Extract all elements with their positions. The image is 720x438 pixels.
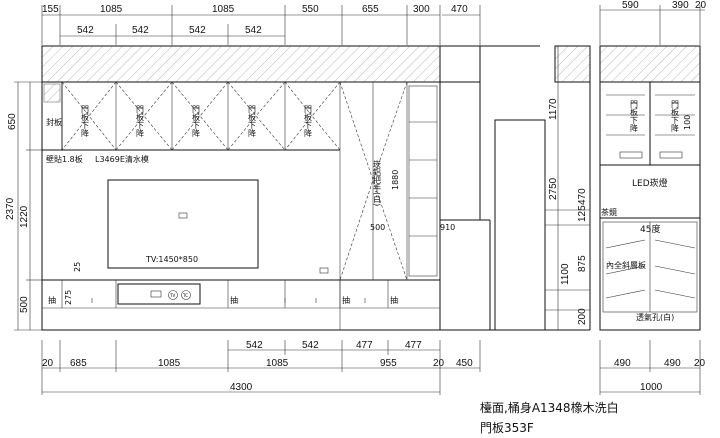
vent-label: 透氣孔(白) (636, 312, 674, 322)
top-dim: 470 (451, 4, 468, 15)
side-dim: 1100 (560, 263, 571, 285)
side-dim: 470 (577, 188, 588, 205)
top-dimension-row: 155 1085 542 542 1085 542 542 550 655 30… (41, 0, 707, 45)
bottom-dim: 490 (614, 358, 631, 369)
dim-1880: 1880 (391, 170, 400, 190)
bottom-dim: 20 (694, 358, 706, 369)
top-dim: 542 (132, 25, 149, 36)
bottom-dim: 477 (405, 340, 422, 351)
drawer-label: 抽 (48, 295, 56, 305)
top-dim: 542 (245, 25, 262, 36)
door-label: 門板下降 (192, 105, 201, 138)
side-dim: 1170 (548, 98, 559, 120)
bottom-dim: 477 (356, 340, 373, 351)
top-dim: 542 (77, 25, 94, 36)
dim-500: 500 (370, 223, 385, 232)
bottom-dim: 542 (302, 340, 319, 351)
drawer-label: 抽 (230, 295, 238, 305)
dim-910: 910 (440, 223, 455, 232)
av-device-bay (117, 283, 201, 305)
inner-rack-label: 內全斜層板 (606, 260, 646, 270)
wall-code-label: L3469E清水模 (95, 154, 149, 164)
door-label: 門板下降 (248, 105, 257, 138)
top-dim: 550 (302, 4, 319, 15)
top-dim: 1085 (212, 4, 235, 15)
svg-text:TV: TV (169, 293, 175, 298)
door-label: 門板下降 (136, 105, 145, 138)
door-label: 門板下降 (630, 100, 639, 133)
left-dimension-column: 650 2370 1220 500 (5, 81, 42, 331)
angle-label: 45度 (640, 223, 660, 235)
dim-100: 100 (683, 115, 692, 130)
top-dim: 390 (672, 0, 689, 11)
bottom-dim: 542 (246, 340, 263, 351)
top-dim: 155 (42, 4, 59, 15)
side-dim: 875 (577, 255, 588, 272)
side-dim: 2750 (548, 177, 559, 200)
bottom-dim: 955 (380, 358, 397, 369)
bottom-dim: 20 (433, 358, 445, 369)
left-dim: 1220 (19, 205, 30, 228)
mirror-label: 茶鏡 (601, 207, 617, 217)
bottom-dim: 450 (456, 358, 473, 369)
bottom-dim: 490 (664, 358, 681, 369)
side-dim: 125 (577, 205, 588, 222)
left-dim: 650 (7, 113, 18, 130)
bottom-dimension-rows: 542 542 477 477 20 685 1085 1085 955 20 … (41, 340, 706, 395)
door-label: 門板下降 (304, 105, 313, 138)
bottom-dim: 1085 (266, 358, 289, 369)
top-dim: 590 (622, 0, 639, 11)
top-dim: 542 (189, 25, 206, 36)
tv-screen (107, 179, 259, 269)
note-line-1: 檯面,桶身A1348橡木洗白 (480, 400, 619, 415)
total-width: 4300 (230, 382, 253, 393)
detail-cabinet: 門板下降 門板下降 100 LED崁燈 茶鏡 45度 內全斜層板 透氣孔(白) (599, 45, 701, 331)
material-notes: 檯面,桶身A1348橡木洗白 門板353F (480, 400, 619, 435)
tv-size-label: TV:1450*850 (145, 255, 198, 264)
bottom-dim: 685 (70, 358, 87, 369)
left-dim: 500 (19, 296, 30, 313)
top-dim: 1085 (100, 4, 123, 15)
note-line-2: 門板353F (480, 421, 534, 435)
top-dim: 300 (413, 4, 430, 15)
total-width-right: 1000 (640, 382, 663, 393)
drawer-label: 抽 (342, 295, 350, 305)
door-label: 門板下降 (671, 100, 680, 133)
alu-handle-label: 崁鋁把手(白) (373, 160, 382, 206)
left-dim: 2370 (5, 197, 16, 220)
top-dim: 20 (695, 0, 707, 11)
led-label: LED崁燈 (632, 177, 668, 189)
drawer-label: 抽 (390, 295, 398, 305)
wall-board-label: 壁貼1.8板 (46, 154, 83, 164)
dim-275: 275 (64, 290, 73, 305)
top-dim: 655 (362, 4, 379, 15)
main-cabinet: 封板 門板下降 門板下降 門板下降 門板下降 門板下降 壁貼1.8板 L346 (41, 45, 455, 331)
dim-25: 25 (73, 262, 82, 272)
svg-text:TC: TC (182, 293, 188, 298)
door-label: 門板下降 (81, 105, 90, 138)
bottom-dim: 20 (42, 358, 54, 369)
seal-board-label: 封板 (46, 117, 62, 127)
bottom-dim: 1085 (158, 358, 181, 369)
side-dim: 200 (577, 308, 588, 325)
side-section: 1170 2750 470 125 875 1100 200 (439, 45, 591, 331)
